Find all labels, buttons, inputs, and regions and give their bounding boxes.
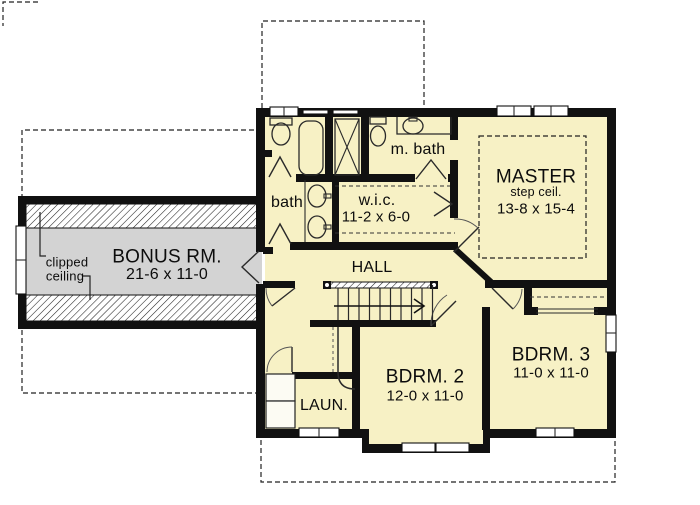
bath-compartment-door bbox=[268, 155, 292, 178]
sink-1 bbox=[307, 184, 327, 208]
master-label: MASTER bbox=[495, 166, 577, 188]
bonus-room-door bbox=[240, 250, 260, 284]
doors bbox=[240, 155, 523, 373]
toilet-bowl bbox=[271, 122, 291, 146]
hall-vestibule-door bbox=[265, 287, 296, 307]
wic-rods bbox=[335, 185, 455, 234]
windows bbox=[15, 105, 617, 453]
laundry-label: LAUN. bbox=[299, 397, 349, 414]
house-floor bbox=[265, 117, 607, 444]
shower bbox=[334, 118, 360, 176]
stairwell-opening bbox=[332, 327, 356, 390]
master-note: step ceil. bbox=[510, 184, 562, 199]
bdrm2-dims: 12-0 x 11-0 bbox=[386, 387, 464, 405]
faucet bbox=[408, 116, 418, 122]
bath-fixtures bbox=[269, 117, 332, 242]
master-bath-door bbox=[415, 158, 447, 180]
bdrm3-dims: 11-0 x 11-0 bbox=[513, 364, 589, 382]
master-window-1 bbox=[496, 105, 532, 117]
master-bath-label: m. bath bbox=[390, 141, 446, 158]
bonus-room-walls bbox=[18, 196, 262, 329]
clipped-ceiling-note-2: ceiling bbox=[45, 268, 85, 284]
bdrm3-door bbox=[491, 287, 523, 310]
bath-entry-door bbox=[268, 222, 292, 245]
clipped-ceiling-hatch-top bbox=[25, 203, 263, 229]
bdrm2-label: BDRM. 2 bbox=[385, 366, 465, 388]
vanity-counter bbox=[396, 117, 452, 135]
hall-label: HALL bbox=[351, 259, 393, 276]
sink-2 bbox=[307, 215, 327, 239]
sink bbox=[402, 117, 424, 135]
wic-door bbox=[433, 191, 454, 217]
clipped-ceiling-note-1: clipped bbox=[45, 254, 89, 270]
staircase bbox=[323, 281, 438, 390]
bdrm3-closet bbox=[530, 296, 604, 314]
master-door bbox=[453, 218, 480, 253]
bonus-window bbox=[15, 225, 27, 295]
wic-label: w.i.c. bbox=[358, 192, 396, 209]
laundry-door bbox=[266, 346, 293, 373]
bdrm2-door bbox=[430, 294, 457, 327]
interior-walls bbox=[263, 117, 616, 430]
toilet-tank bbox=[369, 116, 387, 125]
faucet-1 bbox=[323, 193, 332, 199]
toilet-tank bbox=[269, 117, 293, 126]
master-window-2 bbox=[533, 105, 569, 117]
laundry-window bbox=[298, 427, 340, 438]
bonus-room-label: BONUS RM. bbox=[112, 246, 222, 268]
clipped-ceiling-hatch-bottom bbox=[25, 294, 263, 322]
faucet-2 bbox=[323, 224, 332, 230]
tub-wall-slit bbox=[302, 109, 329, 115]
master-dims: 13-8 x 15-4 bbox=[496, 200, 576, 218]
clipped-ceiling-leaders bbox=[39, 212, 91, 300]
stair-railing bbox=[325, 281, 437, 289]
wic-dims: 11-2 x 6-0 bbox=[341, 208, 411, 226]
toilet-bowl bbox=[369, 125, 387, 147]
bonus-room-dims: 21-6 x 11-0 bbox=[126, 266, 208, 283]
bdrm3-window bbox=[535, 427, 575, 438]
bath-window bbox=[269, 106, 299, 117]
bdrm3-label: BDRM. 3 bbox=[511, 344, 591, 366]
bdrm2-window bbox=[401, 442, 470, 453]
bathtub bbox=[298, 120, 324, 176]
master-bath-fixtures bbox=[334, 116, 452, 176]
stair-treads bbox=[337, 285, 434, 320]
laundry-cabinets bbox=[265, 373, 296, 429]
bath-label: bath bbox=[271, 194, 303, 211]
master-step-ceiling-outline bbox=[478, 135, 587, 259]
stair-direction-arrow bbox=[334, 298, 426, 314]
bonus-room-floor bbox=[25, 203, 263, 322]
bdrm3-side-window bbox=[605, 314, 617, 353]
shower-wall-slit bbox=[332, 109, 359, 115]
